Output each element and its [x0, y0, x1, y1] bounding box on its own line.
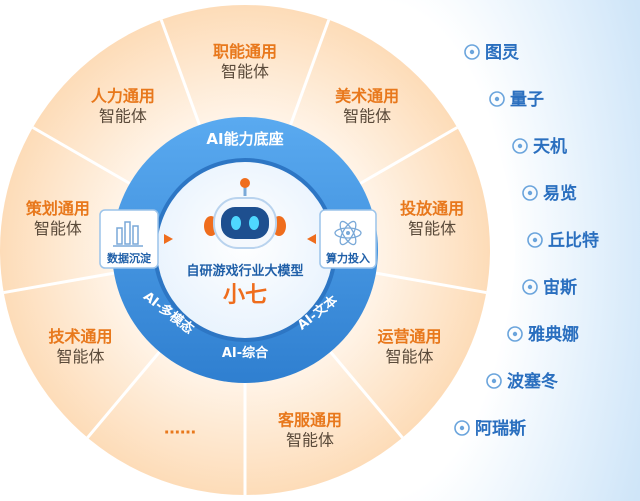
product-label: 量子	[510, 89, 544, 110]
segment-divider	[359, 126, 458, 185]
product-item: 波塞冬	[486, 371, 558, 392]
robot-mascot-icon	[204, 178, 286, 249]
segment-title: ……	[164, 419, 196, 438]
segment-title: 运营通用	[378, 327, 442, 346]
product-item: 天机	[512, 136, 567, 157]
segment-divider	[375, 271, 487, 295]
segment-subtitle: 智能体	[56, 347, 104, 366]
icon-dot	[459, 425, 465, 431]
brain-icon	[464, 44, 480, 60]
segment-title: 人力通用	[91, 86, 155, 105]
segment-subtitle: 智能体	[99, 106, 147, 125]
icon-dot	[527, 284, 533, 290]
icon-dot	[469, 49, 475, 55]
right-box-label: 算力投入	[325, 251, 370, 265]
pulse-icon	[507, 326, 523, 342]
bell-icon	[522, 185, 538, 201]
segment-subtitle: 智能体	[286, 431, 334, 450]
left-box-label: 数据沉淀	[107, 251, 152, 265]
product-label: 雅典娜	[527, 324, 579, 345]
icon-dot	[517, 143, 523, 149]
ring-bottom-label: AI-综合	[222, 345, 269, 361]
product-item: 宙斯	[522, 277, 577, 298]
segment-subtitle: 智能体	[343, 106, 391, 125]
segment-title: 美术通用	[335, 86, 399, 105]
product-label: 丘比特	[548, 230, 599, 251]
product-item: 图灵	[464, 43, 520, 63]
side-panel	[380, 0, 640, 501]
gauge-icon	[486, 373, 502, 389]
product-item: 量子	[489, 89, 544, 110]
icon-dot	[491, 378, 497, 384]
segment-title: 职能通用	[213, 42, 277, 61]
product-item: 雅典娜	[507, 324, 579, 345]
cube-icon	[489, 91, 505, 107]
user-icon	[454, 420, 470, 436]
segment-divider	[159, 19, 201, 126]
segment-title: 客服通用	[278, 411, 342, 430]
product-label: 阿瑞斯	[475, 418, 526, 439]
product-item: 丘比特	[527, 230, 599, 251]
dots-icon	[527, 232, 543, 248]
icon-dot	[494, 96, 500, 102]
product-label: 图灵	[485, 43, 520, 63]
segment-divider	[329, 350, 404, 439]
product-item: 易览	[522, 183, 577, 204]
segment-title: 投放通用	[400, 199, 464, 218]
segment-title: 技术通用	[48, 327, 112, 346]
ring-title: AI能力底座	[206, 130, 283, 148]
compute-investment-box: 算力投入	[319, 209, 377, 269]
icon-dot	[512, 331, 518, 337]
segment-subtitle: 智能体	[34, 219, 82, 238]
product-label: 波塞冬	[507, 371, 558, 392]
segment-subtitle: 智能体	[221, 62, 269, 81]
segment-agent-5: ……	[164, 419, 196, 438]
segment-divider	[86, 350, 161, 439]
segment-title: 策划通用	[25, 199, 90, 218]
core-subtitle: 自研游戏行业大模型	[186, 263, 303, 279]
segment-divider	[32, 126, 131, 185]
atom-icon	[334, 220, 362, 246]
data-accumulation-box: 数据沉淀	[99, 209, 159, 269]
product-item: 阿瑞斯	[454, 418, 526, 439]
product-label: 宙斯	[543, 277, 577, 298]
segment-divider	[289, 19, 331, 126]
segment-divider	[3, 271, 115, 295]
bar-chart-icon	[113, 221, 143, 247]
right-arrow-icon	[307, 234, 316, 244]
product-label: 天机	[533, 136, 567, 157]
core-circle	[157, 162, 333, 338]
icon-dot	[527, 190, 533, 196]
gamepad-icon	[522, 279, 538, 295]
product-label: 易览	[543, 183, 577, 204]
cycle-icon	[512, 138, 528, 154]
segment-subtitle: 智能体	[386, 347, 434, 366]
icon-dot	[532, 237, 538, 243]
core-name: 小七	[223, 283, 267, 308]
segment-subtitle: 智能体	[408, 219, 456, 238]
left-arrow-icon	[164, 234, 173, 244]
